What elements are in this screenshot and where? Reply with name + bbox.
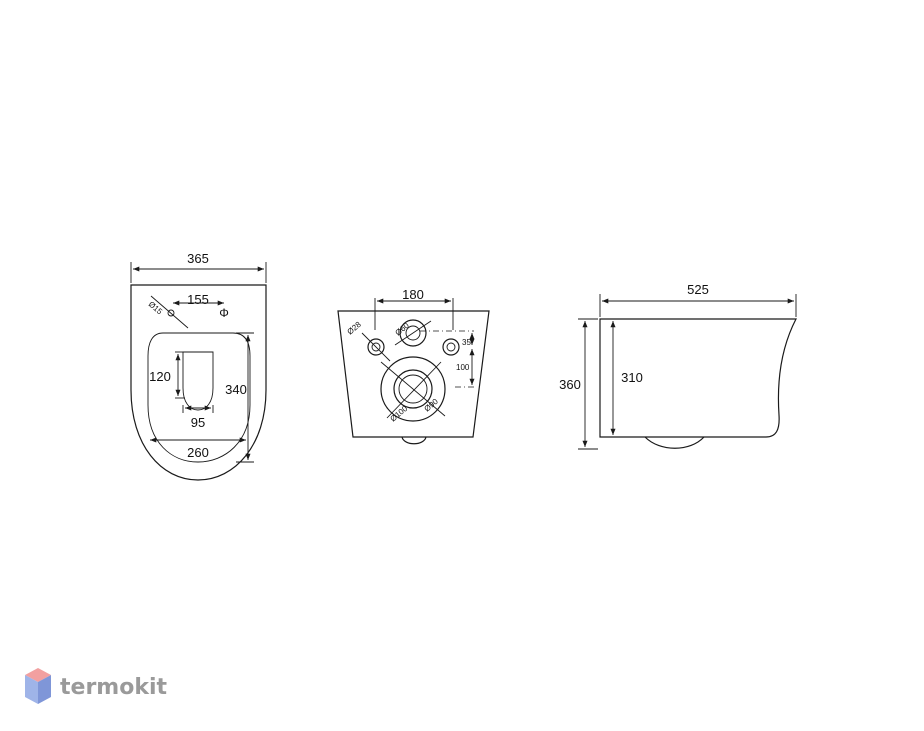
dim-fixing-diameter: Ø28 xyxy=(346,320,364,337)
dim-inlet-drop: 100 xyxy=(456,363,470,372)
dim-opening-height: 120 xyxy=(149,369,171,384)
dim-top-width: 365 xyxy=(187,251,209,266)
side-view: 525 360 310 xyxy=(559,282,797,450)
waste-outlet-outer xyxy=(380,356,446,422)
waste-outlet-inner xyxy=(393,369,433,409)
dim-opening-width: 95 xyxy=(191,415,205,430)
rear-body-outline xyxy=(337,310,490,438)
bowl-outline xyxy=(130,284,267,481)
fixing-hole-right-symbol: Φ xyxy=(219,306,229,320)
brand-name: termokit xyxy=(60,675,167,700)
opening-outline xyxy=(182,351,214,411)
dim-side-height-body: 310 xyxy=(621,370,643,385)
rear-view: 180 Ø28 Ø60 35 100 Ø100 Ø90 xyxy=(337,287,490,445)
fixing-hole-left xyxy=(167,309,175,317)
termokit-logo: termokit xyxy=(25,668,167,704)
dim-fixing-spacing: 180 xyxy=(402,287,424,302)
dim-fixing-offset: 35 xyxy=(462,338,471,347)
side-foot xyxy=(644,436,705,449)
side-body-outline xyxy=(599,318,797,438)
fixing-hole-right xyxy=(442,338,460,356)
dim-seat-length: 340 xyxy=(225,382,247,397)
dim-side-height-total: 360 xyxy=(559,377,581,392)
dim-hole-diameter: Ø15 xyxy=(147,300,165,317)
top-view: 365 155 Φ Ø15 120 95 340 260 xyxy=(130,251,267,481)
rear-foot xyxy=(401,436,427,445)
dim-inlet-diameter: Ø60 xyxy=(394,321,412,338)
water-inlet xyxy=(399,319,427,347)
dim-hole-spacing: 155 xyxy=(187,292,209,307)
dim-seat-width: 260 xyxy=(187,445,209,460)
dim-side-length: 525 xyxy=(687,282,709,297)
fixing-hole-left xyxy=(367,338,385,356)
cube-icon xyxy=(25,668,51,704)
